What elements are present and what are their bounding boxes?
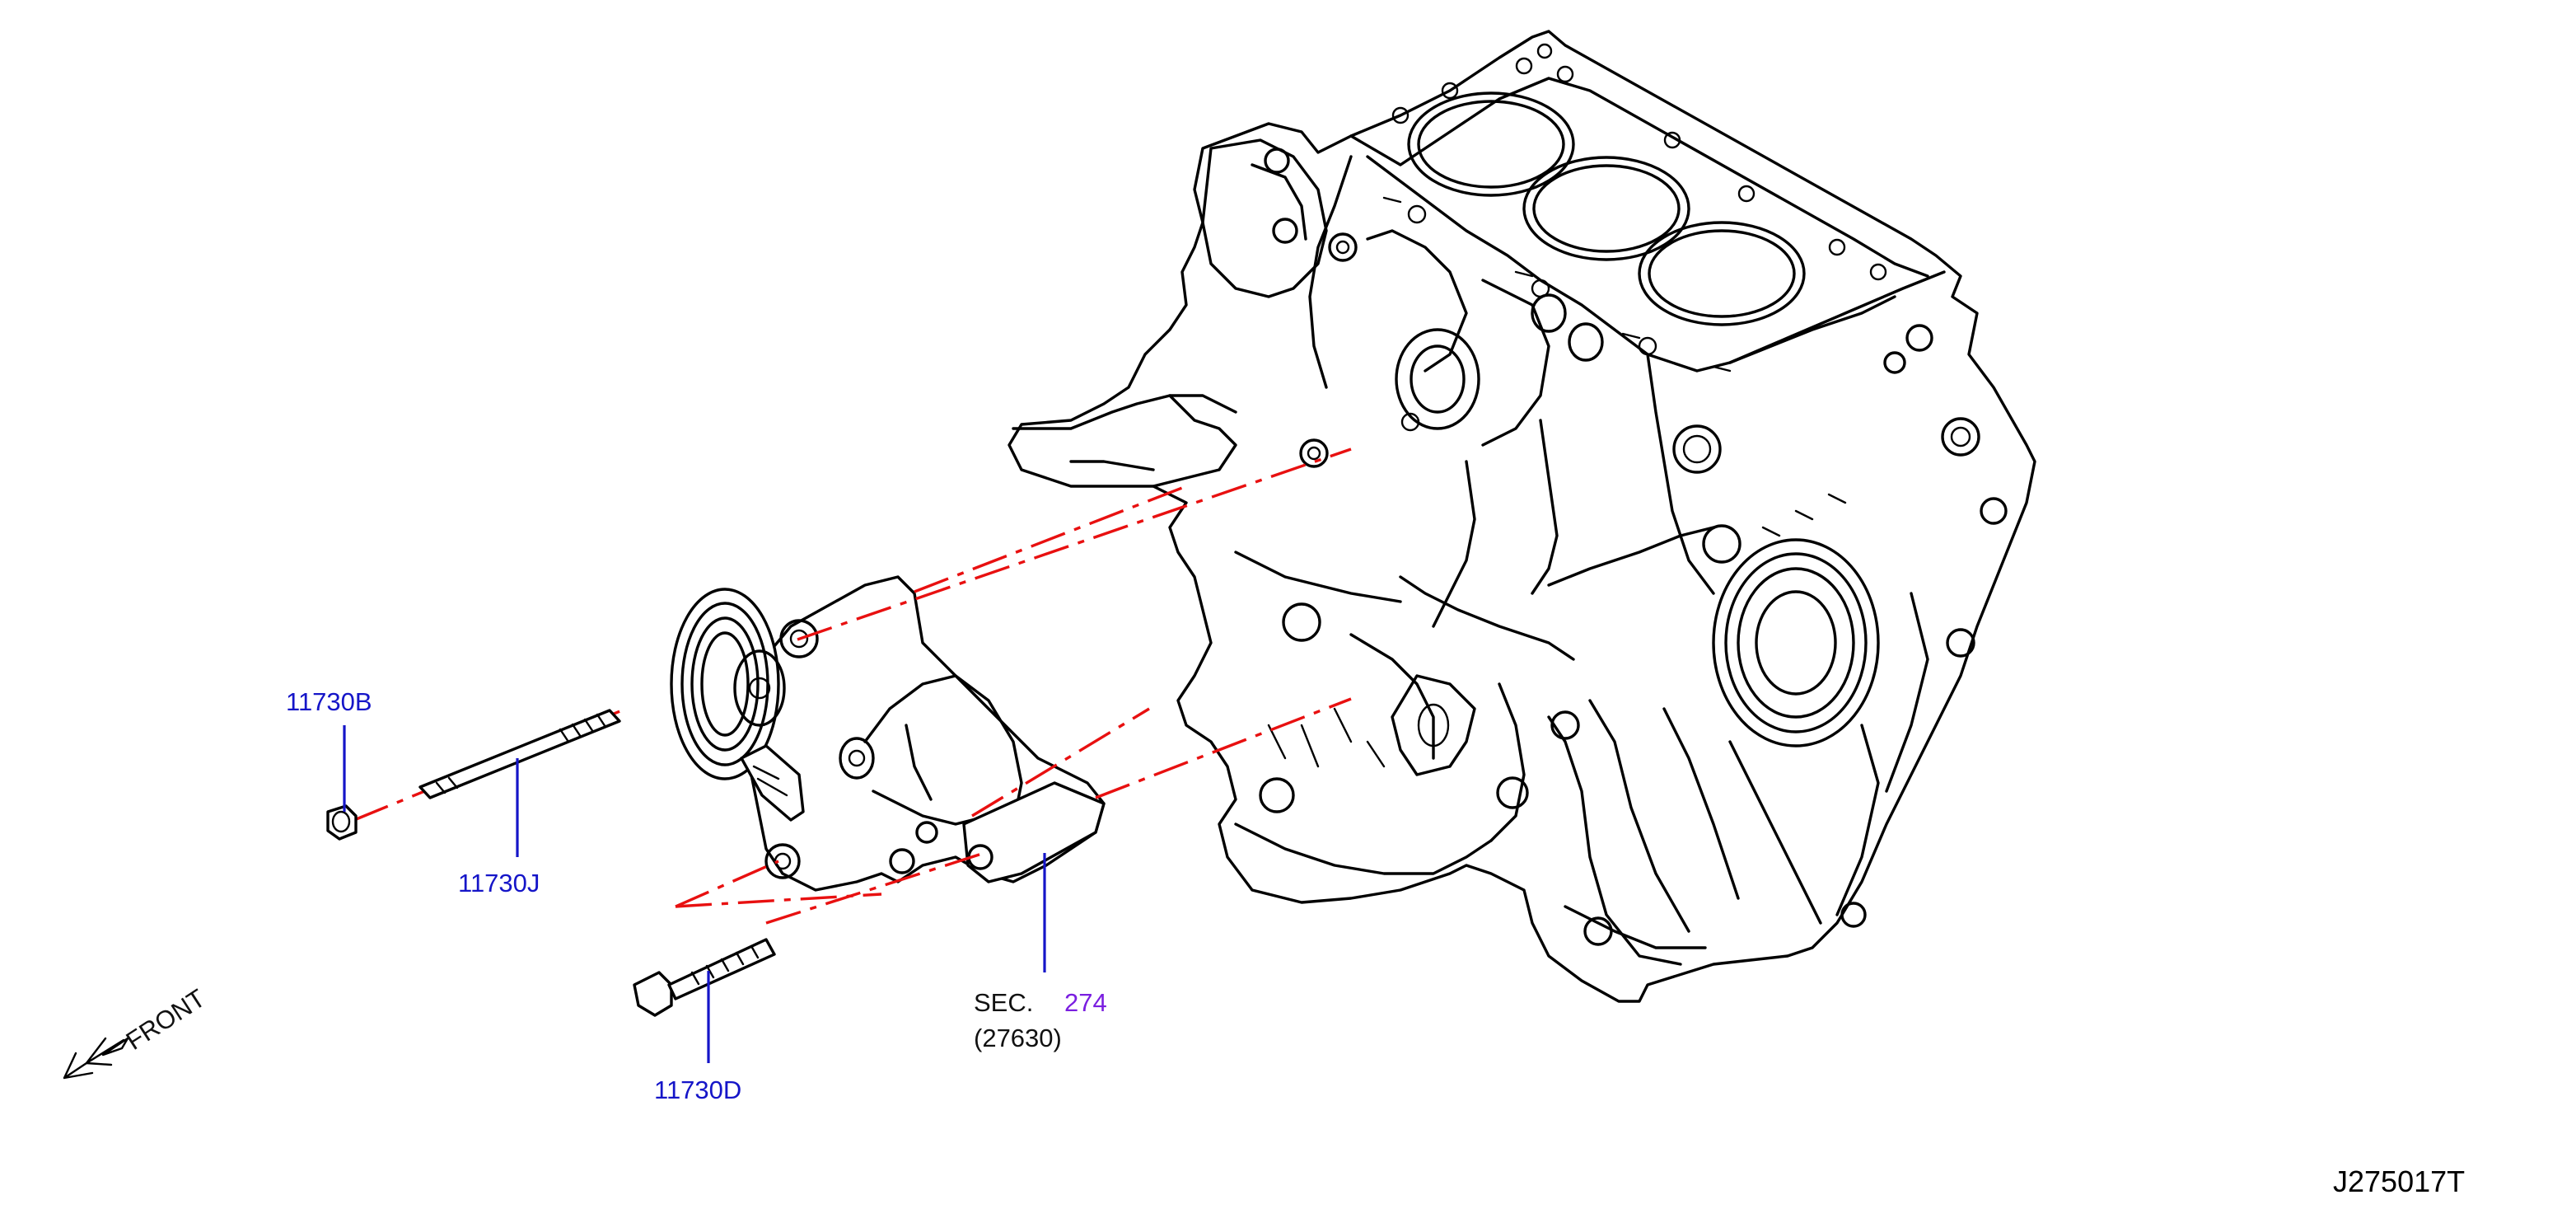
section-prefix: SEC.	[974, 988, 1033, 1017]
callout-11730D[interactable]: 11730D	[654, 1075, 741, 1104]
front-direction-indicator: FRONT	[63, 983, 211, 1080]
fastener-11730D-bolt	[633, 938, 776, 1017]
arrow-down-left-icon	[63, 1037, 129, 1080]
ac-compressor	[670, 575, 1106, 892]
section-part-number: (27630)	[974, 1024, 1062, 1052]
callout-leaders	[343, 725, 1046, 1063]
callout-11730J[interactable]: 11730J	[458, 869, 540, 897]
drawing-code: J275017T	[2333, 1164, 2465, 1198]
callout-11730B[interactable]: 11730B	[286, 687, 372, 716]
section-number-link[interactable]: 274	[1064, 988, 1107, 1017]
assembly-centerlines	[353, 447, 1352, 925]
engine-block	[1007, 30, 2036, 1003]
fastener-11730B-nut	[326, 804, 358, 841]
front-label: FRONT	[121, 983, 211, 1056]
fastener-11730J-stud	[418, 709, 621, 799]
